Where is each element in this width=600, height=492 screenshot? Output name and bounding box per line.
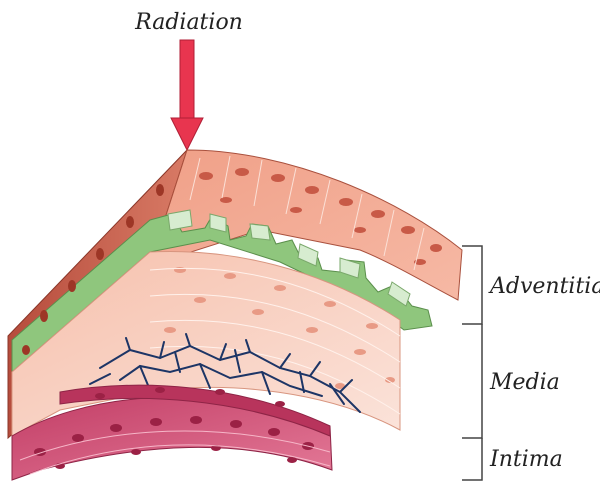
intima-bracket xyxy=(462,438,482,480)
adventitia-label: Adventitia xyxy=(488,274,600,299)
intima-label: Intima xyxy=(489,447,563,472)
media-bracket xyxy=(462,324,482,438)
radiation-label: Radiation xyxy=(134,10,243,35)
layer-brackets xyxy=(462,246,482,480)
adventitia-bracket xyxy=(462,246,482,324)
radiation-arrow xyxy=(171,40,203,150)
media-label: Media xyxy=(489,370,560,395)
